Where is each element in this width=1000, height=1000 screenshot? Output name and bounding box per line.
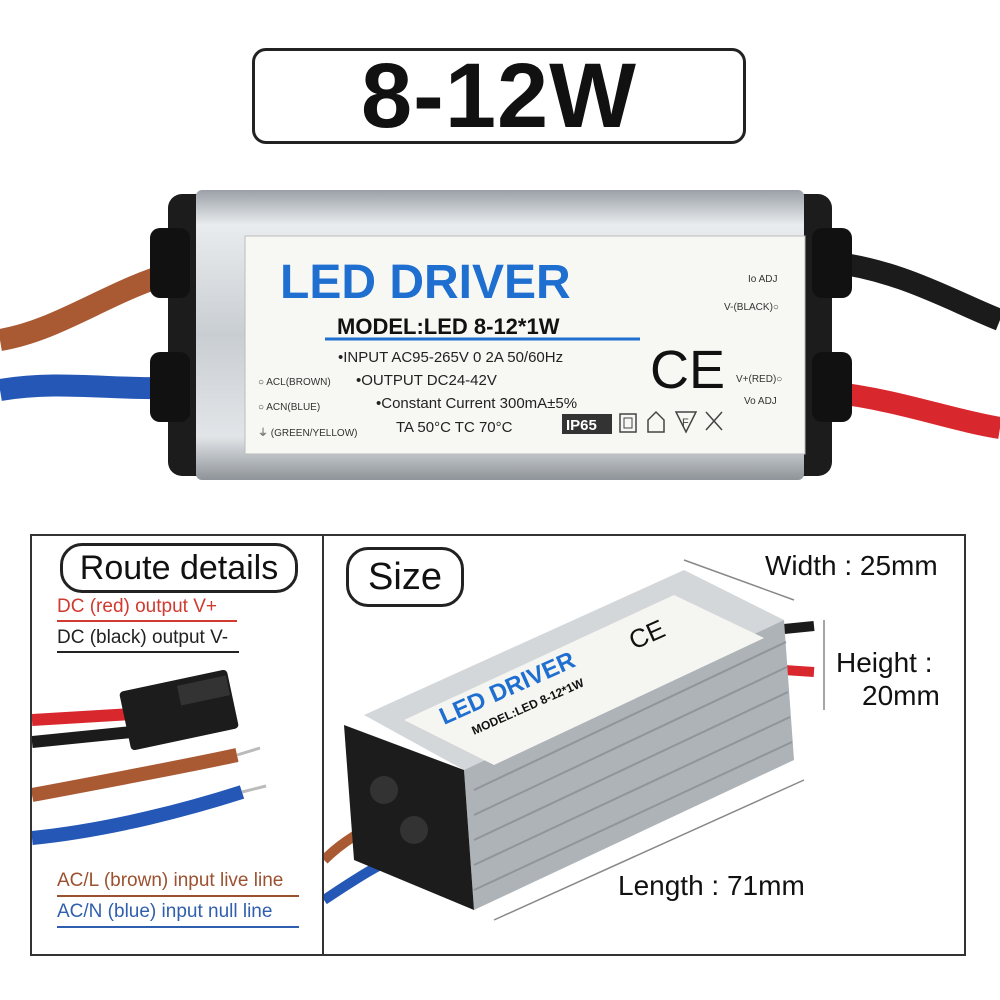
ce-mark: CE (650, 340, 725, 400)
length-dimension-line (493, 779, 805, 921)
ip-rating-badge: IP65 (566, 417, 597, 434)
dc-black-label: DC (black) output V- (57, 627, 229, 648)
blue-wire (32, 785, 245, 845)
ac-brown-label: AC/L (brown) input live line (57, 870, 284, 891)
brown-wire-left (0, 261, 179, 351)
red-wire-right (828, 381, 1000, 439)
led-driver-main-image: LED DRIVER MODEL:LED 8-12*1W •INPUT AC95… (0, 190, 1000, 480)
details-panel (30, 534, 966, 956)
power-rating-title: 8-12W (361, 45, 637, 147)
height-spec-label: Height : (836, 647, 933, 678)
dc-red-underline (57, 620, 237, 622)
brand-text: LED DRIVER (280, 256, 571, 309)
height-spec-value: 20mm (862, 680, 940, 711)
route-details-title: Route details (60, 543, 298, 593)
length-spec: Length : 71mm (618, 870, 805, 901)
f-mark-icon (674, 411, 698, 434)
width-spec: Width : 25mm (765, 550, 938, 581)
size-driver-image: LED DRIVER MODEL:LED 8-12*1W CE (324, 559, 825, 921)
house-icon (647, 410, 665, 433)
black-wire (32, 726, 133, 748)
blue-wire-left (0, 374, 176, 401)
model-text: MODEL:LED 8-12*1W (337, 314, 560, 339)
current-spec: •Constant Current 300mA±5% (376, 395, 577, 412)
wire-v-plus: V+(RED)○ (736, 374, 782, 385)
size-title: Size (346, 547, 464, 607)
brown-wire (32, 748, 239, 802)
ac-brown-underline (57, 895, 299, 897)
route-wires-image (32, 669, 267, 845)
input-spec: •INPUT AC95-265V 0 2A 50/60Hz (338, 349, 563, 366)
width-dimension-line (683, 559, 795, 601)
size-housing-side (464, 620, 794, 910)
dc-black-underline (57, 651, 239, 653)
weee-bin-icon (705, 411, 723, 431)
title-box: 8-12W (252, 48, 746, 144)
dc-red-label: DC (red) output V+ (57, 596, 217, 617)
red-wire (32, 708, 133, 726)
ac-blue-label: AC/N (blue) input null line (57, 901, 273, 922)
ac-blue-underline (57, 926, 299, 928)
black-wire-right (828, 251, 1000, 331)
temp-spec: TA 50°C TC 70°C (396, 419, 513, 436)
wire-acn: ○ ACN(BLUE) (258, 402, 320, 413)
size-sticker (404, 595, 764, 765)
svg-text:F: F (682, 417, 689, 429)
wire-v-minus: V-(BLACK)○ (724, 302, 779, 313)
wire-io-adj: Io ADJ (748, 274, 777, 285)
double-insulation-icon (619, 413, 637, 433)
wire-vo-adj: Vo ADJ (744, 396, 777, 407)
wire-acl: ○ ACL(BROWN) (258, 377, 331, 388)
wire-ground: ⏚ (GREEN/YELLOW) (258, 427, 357, 439)
output-spec: •OUTPUT DC24-42V (356, 372, 497, 389)
panel-divider (322, 534, 324, 956)
